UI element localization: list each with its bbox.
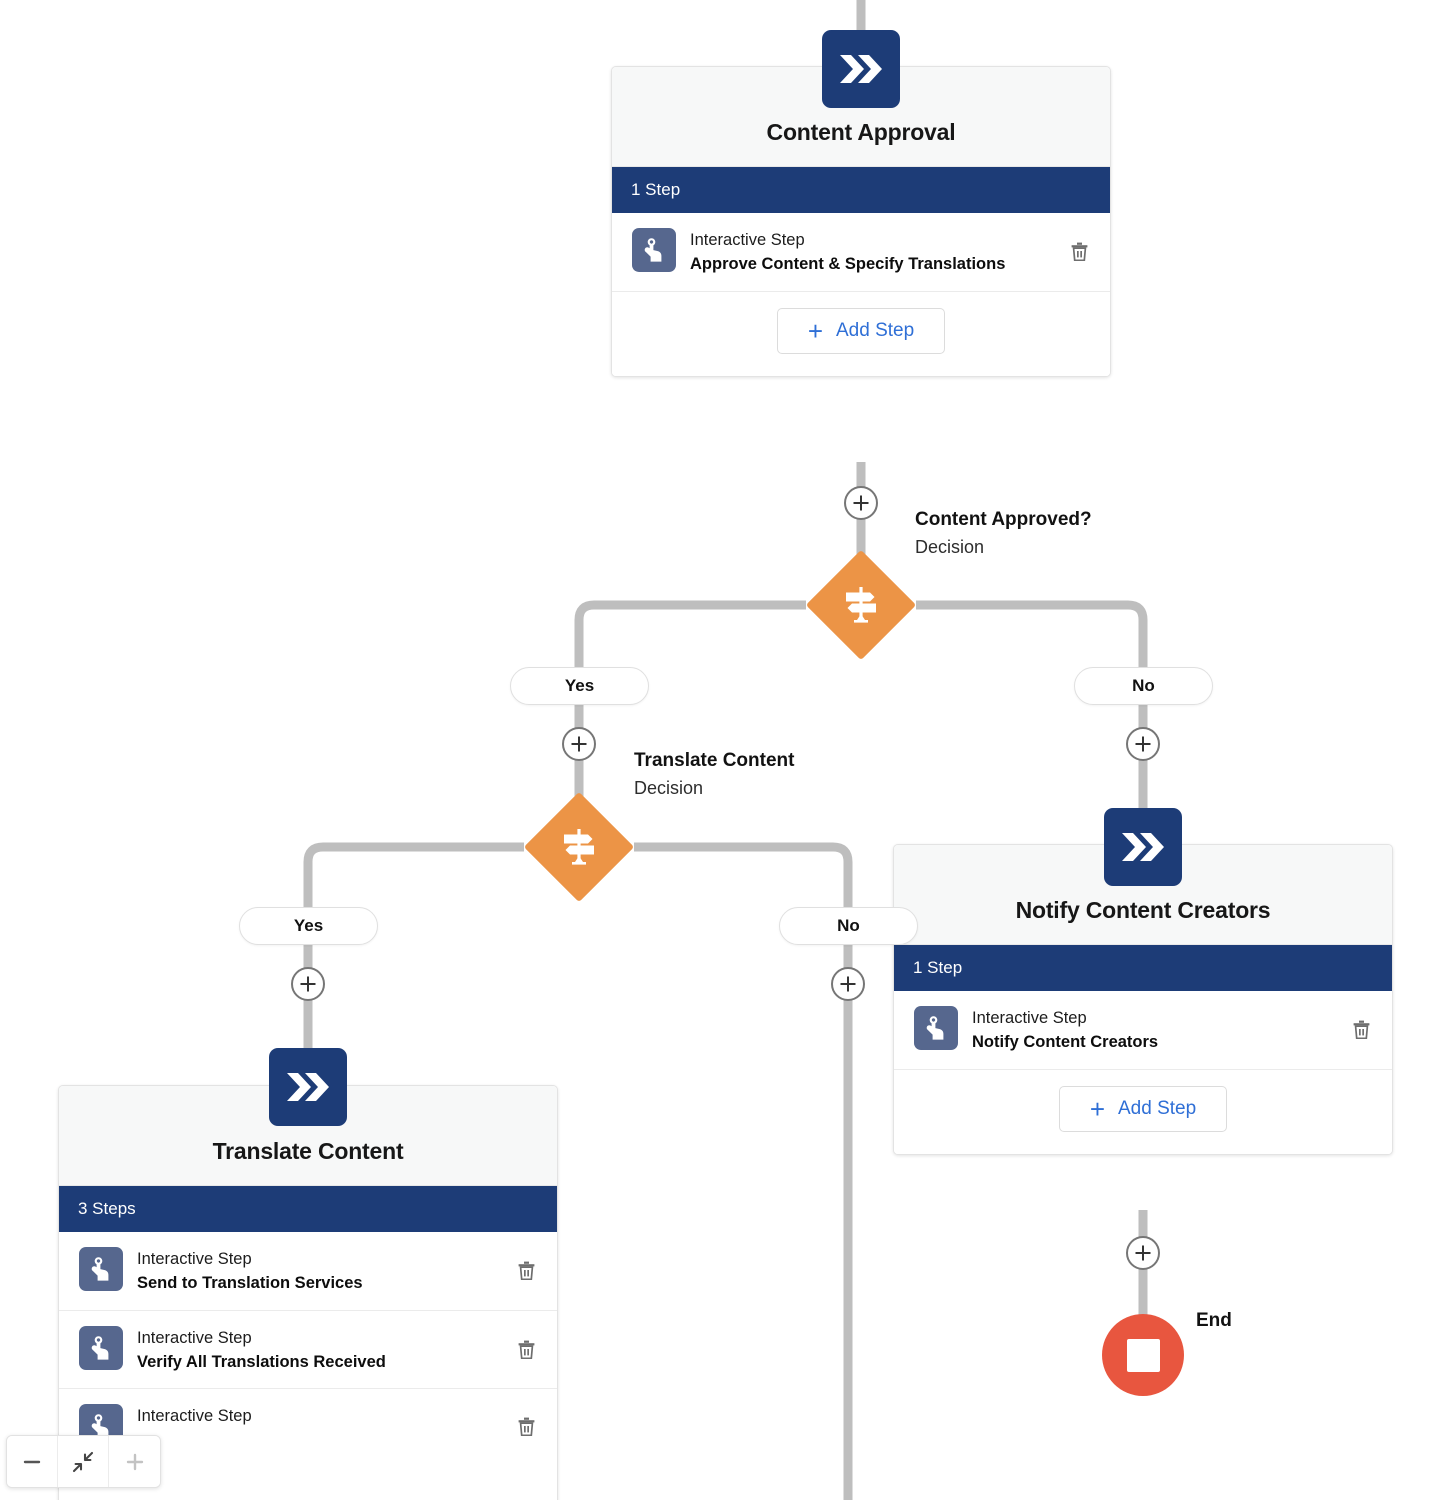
end-node-label: End	[1196, 1310, 1232, 1331]
branch-pill-yes[interactable]: Yes	[239, 907, 378, 945]
decision-title: Content Approved?	[915, 509, 1092, 530]
stage-step-count: 3 Steps	[59, 1186, 557, 1232]
trash-icon[interactable]	[1066, 239, 1092, 265]
trash-icon[interactable]	[513, 1336, 539, 1362]
branch-label: Yes	[564, 676, 595, 695]
branch-label: No	[1132, 676, 1155, 695]
steps-list: Interactive Step Approve Content & Speci…	[612, 213, 1110, 376]
decision-node-translate-content[interactable]	[523, 791, 635, 903]
stage-card-notify-content-creators[interactable]: Notify Content Creators 1 Step Interacti…	[893, 844, 1393, 1155]
decision-label-content-approved: Content Approved? Decision	[915, 508, 1092, 559]
stage-header: Content Approval	[612, 67, 1110, 167]
step-name: Send to Translation Services	[137, 1274, 363, 1293]
step-kind: Interactive Step	[137, 1250, 252, 1268]
step-kind: Interactive Step	[137, 1407, 252, 1426]
decision-title: Translate Content	[634, 750, 795, 771]
stage-icon-translate-content	[269, 1048, 347, 1126]
stop-square-icon	[1126, 1338, 1160, 1372]
decision-subtitle: Decision	[915, 536, 985, 557]
decision-node-content-approved[interactable]	[805, 549, 917, 661]
end-node[interactable]	[1102, 1314, 1184, 1396]
step-name: Verify All Translations Received	[137, 1352, 386, 1371]
add-step-label: Add Step	[836, 319, 915, 341]
add-node-plus-button[interactable]	[844, 486, 878, 520]
step-text: Interactive Step Notify Content Creators	[972, 1006, 1334, 1054]
add-node-plus-button[interactable]	[831, 967, 865, 1001]
step-text: Interactive Step Send to Translation Ser…	[137, 1247, 499, 1295]
tap-hand-icon	[79, 1247, 123, 1291]
branch-label: No	[837, 916, 860, 935]
branch-label: Yes	[293, 916, 324, 935]
stage-step-count: 1 Step	[894, 945, 1392, 991]
add-step-button[interactable]: + Add Step	[776, 307, 946, 354]
trash-icon[interactable]	[513, 1258, 539, 1284]
trash-icon[interactable]	[513, 1413, 539, 1439]
stage-card-content-approval[interactable]: Content Approval 1 Step Interactive Step…	[611, 66, 1111, 377]
step-row[interactable]: Interactive Step Verify All Translations…	[59, 1311, 557, 1390]
plus-icon[interactable]	[109, 1436, 160, 1487]
step-kind: Interactive Step	[137, 1328, 252, 1347]
stage-step-count: 1 Step	[612, 167, 1110, 213]
zoom-toolbar[interactable]	[6, 1435, 161, 1488]
minus-icon[interactable]	[7, 1436, 58, 1487]
signpost-icon	[839, 583, 883, 627]
add-node-plus-button[interactable]	[562, 727, 596, 761]
signpost-icon	[557, 825, 601, 869]
plus-icon: +	[1089, 1093, 1105, 1124]
step-name: Notify Content Creators	[972, 1033, 1159, 1052]
step-row[interactable]: Interactive Step Approve Content & Speci…	[612, 213, 1110, 292]
add-node-plus-button[interactable]	[1126, 727, 1160, 761]
tap-hand-icon	[914, 1006, 958, 1050]
plus-icon: +	[807, 315, 823, 346]
steps-list: Interactive Step Notify Content Creators…	[894, 991, 1392, 1154]
stage-icon-notify-content-creators	[1104, 808, 1182, 886]
add-step-wrap: + Add Step	[894, 1069, 1392, 1154]
branch-pill-no[interactable]: No	[1074, 667, 1213, 705]
tap-hand-icon	[632, 228, 676, 272]
step-row[interactable]: Interactive Step Notify Content Creators	[894, 991, 1392, 1070]
step-kind: Interactive Step	[690, 231, 805, 249]
step-row[interactable]: Interactive Step Send to Translation Ser…	[59, 1232, 557, 1311]
stage-icon-content-approval	[822, 30, 900, 108]
fit-arrows-icon[interactable]	[58, 1436, 109, 1487]
step-text: Interactive Step Approve Content & Speci…	[690, 228, 1052, 276]
add-step-label: Add Step	[1118, 1097, 1197, 1119]
add-step-button[interactable]: + Add Step	[1058, 1085, 1228, 1132]
step-text: Interactive Step	[137, 1404, 499, 1429]
step-text: Interactive Step Verify All Translations…	[137, 1326, 499, 1374]
decision-subtitle: Decision	[634, 777, 704, 798]
trash-icon[interactable]	[1348, 1017, 1374, 1043]
add-step-wrap: + Add Step	[612, 291, 1110, 376]
tap-hand-icon	[79, 1325, 123, 1370]
decision-label-translate-content: Translate Content Decision	[634, 749, 794, 800]
stage-card-translate-content[interactable]: Translate Content 3 Steps Interactive St…	[58, 1085, 558, 1500]
step-name: Approve Content & Specify Translations	[690, 255, 1006, 274]
steps-list: Interactive Step Send to Translation Ser…	[59, 1232, 557, 1464]
stage-title: Translate Content	[212, 1138, 404, 1164]
add-node-plus-button[interactable]	[291, 967, 325, 1001]
add-node-plus-button[interactable]	[1126, 1236, 1160, 1270]
stage-title: Notify Content Creators	[1015, 897, 1271, 923]
branch-pill-no[interactable]: No	[779, 907, 918, 945]
branch-pill-yes[interactable]: Yes	[510, 667, 649, 705]
stage-title: Content Approval	[766, 119, 956, 145]
step-kind: Interactive Step	[972, 1009, 1087, 1027]
